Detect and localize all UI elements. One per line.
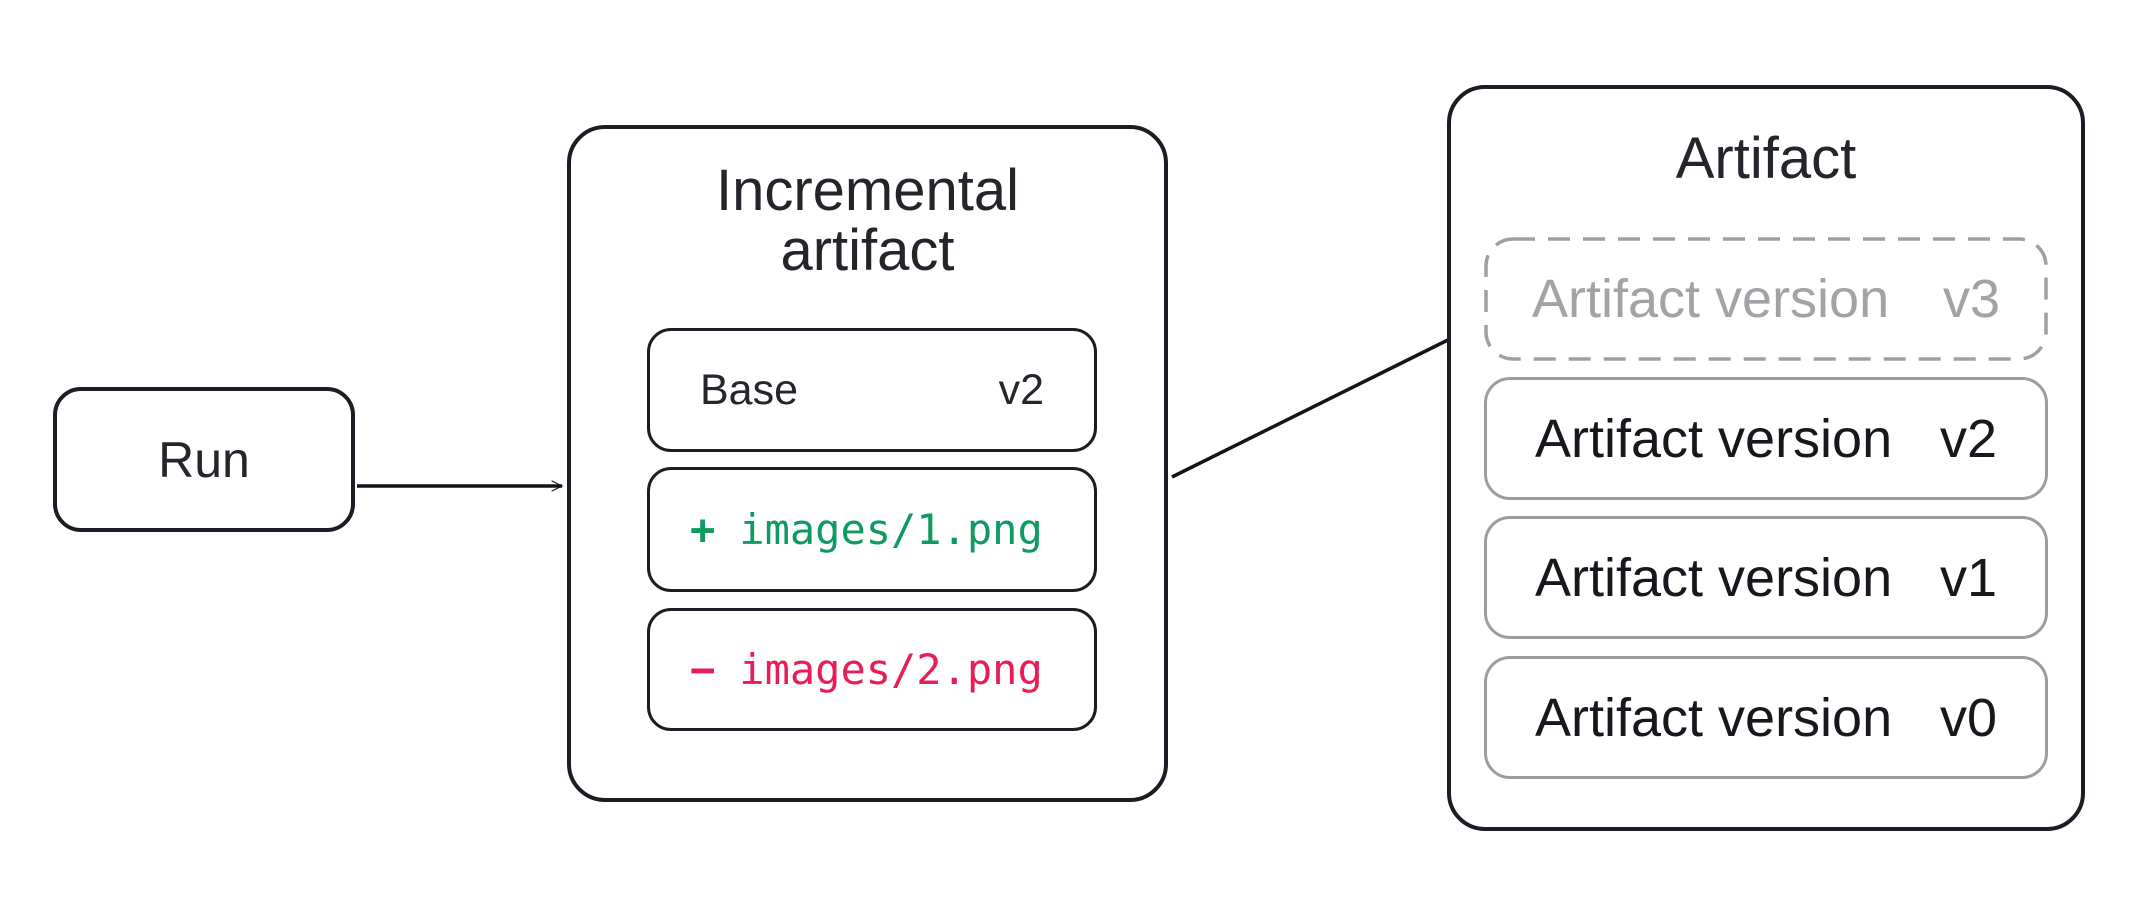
base-version-row: Base v2 — [647, 328, 1097, 452]
artifact-version-label: Artifact version — [1535, 408, 1893, 469]
artifact-version-number: v0 — [1939, 687, 1997, 748]
artifact-version-number: v2 — [1939, 408, 1997, 469]
incremental-artifact-node: Incremental artifact Base v2 + images/1.… — [567, 125, 1168, 802]
base-label: Base — [700, 365, 799, 414]
incremental-artifact-title: Incremental artifact — [571, 161, 1164, 281]
artifact-version-label: Artifact version — [1535, 687, 1893, 748]
pending-artifact-version-row: Artifact version v3 — [1484, 237, 2048, 361]
incremental-title-line1: Incremental — [715, 158, 1020, 223]
pending-version-label: Artifact version — [1532, 269, 1890, 329]
base-version: v2 — [998, 365, 1044, 414]
minus-icon: − — [690, 645, 716, 694]
artifact-node: Artifact Artifact version v3 Artifact ve… — [1447, 85, 2085, 831]
added-file-path: images/1.png — [739, 505, 1043, 554]
artifact-version-row: Artifact version v0 — [1484, 656, 2048, 779]
added-file-row: + images/1.png — [647, 467, 1097, 592]
artifact-version-row: Artifact version v1 — [1484, 516, 2048, 639]
incremental-title-line2: artifact — [780, 218, 955, 283]
artifact-version-number: v1 — [1939, 547, 1997, 608]
plus-icon: + — [690, 505, 716, 554]
artifact-version-row: Artifact version v2 — [1484, 377, 2048, 500]
artifact-title: Artifact — [1675, 126, 1857, 191]
removed-file-row: − images/2.png — [647, 608, 1097, 731]
run-label: Run — [158, 431, 250, 488]
artifact-version-label: Artifact version — [1535, 547, 1893, 608]
run-node: Run — [53, 387, 355, 532]
pending-version-number: v3 — [1942, 269, 2000, 329]
removed-file-path: images/2.png — [739, 645, 1043, 694]
arrow-incremental-to-artifact — [1171, 328, 1470, 479]
